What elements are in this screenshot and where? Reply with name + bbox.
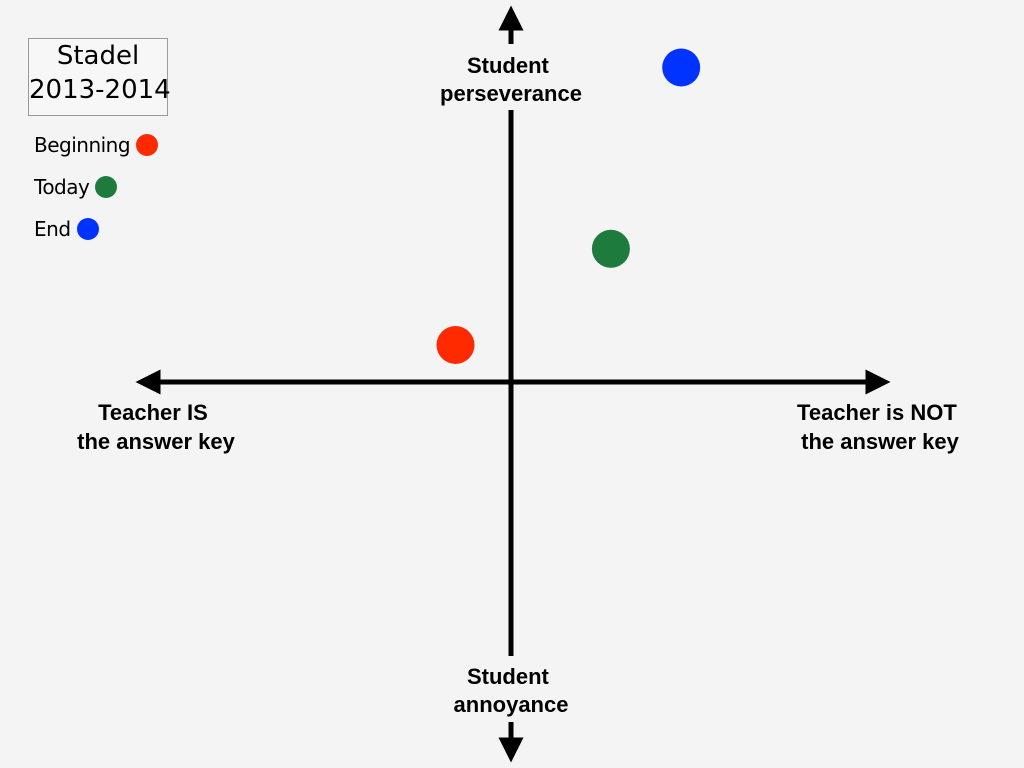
legend-swatch bbox=[136, 134, 159, 156]
x-axis-left-label: Teacher IS the answer key bbox=[77, 400, 236, 454]
chart-title-line-1: Stadel bbox=[56, 41, 140, 71]
legend-swatch bbox=[95, 176, 118, 198]
legend-item-end: End bbox=[34, 208, 158, 250]
chart-title-line-2: 2013-2014 bbox=[29, 75, 171, 105]
legend-swatch bbox=[76, 218, 99, 240]
data-point-today bbox=[591, 229, 630, 268]
x-axis-right-label-line-1: Teacher is NOT bbox=[797, 400, 957, 425]
data-point-beginning bbox=[436, 326, 475, 364]
legend-label: Today bbox=[34, 175, 90, 199]
data-points bbox=[436, 48, 701, 364]
legend-label: Beginning bbox=[34, 133, 131, 157]
y-axis-bottom-label-line-1: Student bbox=[467, 664, 550, 689]
x-axis-left-label-line-2: the answer key bbox=[77, 429, 236, 454]
x-axis-right-label: Teacher is NOT the answer key bbox=[797, 400, 963, 454]
y-axis-bottom-label-line-2: annoyance bbox=[454, 692, 569, 717]
data-point-end bbox=[662, 48, 701, 87]
y-axis-top-label-line-2: perseverance bbox=[440, 81, 582, 106]
legend-label: End bbox=[34, 217, 71, 241]
y-axis-bottom-label: Student annoyance bbox=[454, 664, 569, 717]
legend-item-today: Today bbox=[34, 166, 158, 208]
x-axis-left-label-line-1: Teacher IS bbox=[98, 400, 208, 425]
legend-item-beginning: Beginning bbox=[34, 124, 159, 166]
x-axis-right-label-line-2: the answer key bbox=[801, 429, 960, 454]
y-axis-top-label: Student perseverance bbox=[440, 53, 582, 106]
legend: Beginning Today End bbox=[34, 124, 159, 250]
y-axis-top-label-line-1: Student bbox=[467, 53, 550, 78]
chart-title-box: Stadel 2013-2014 bbox=[28, 38, 171, 116]
